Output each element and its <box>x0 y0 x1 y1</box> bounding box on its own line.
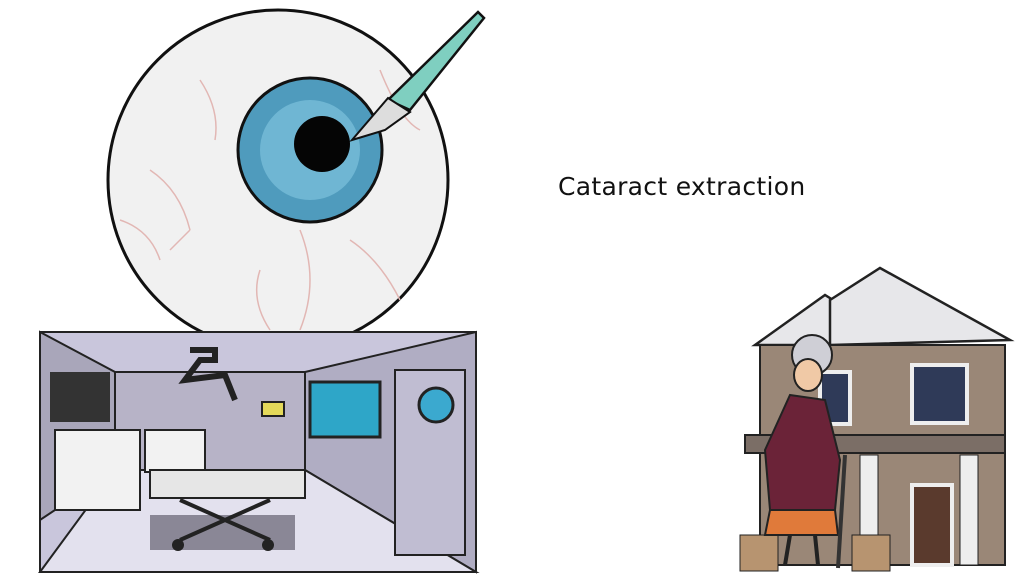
eyeball-illustration <box>106 8 450 352</box>
scalpel-illustration <box>349 10 486 142</box>
elderly-woman-illustration <box>763 334 847 569</box>
house-illustration <box>739 266 1015 572</box>
slide-caption: Cataract extraction <box>558 172 806 201</box>
operating-room-illustration <box>38 330 480 574</box>
